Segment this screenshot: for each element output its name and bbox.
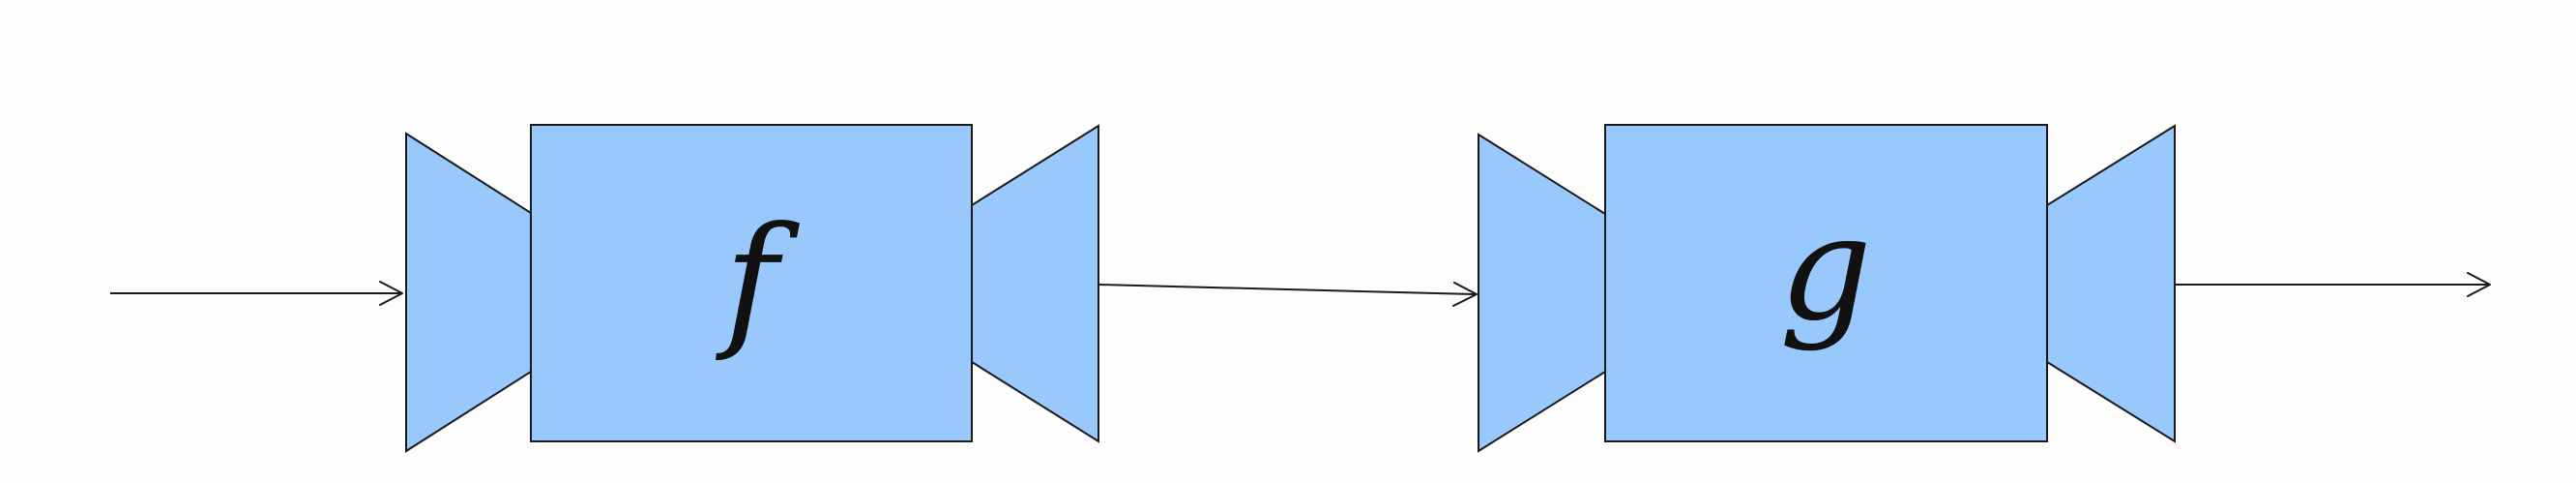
block-g-label: g xyxy=(1779,185,1872,353)
block-g-input-funnel xyxy=(1478,133,1606,453)
output-arrow xyxy=(2175,272,2491,297)
block-f-input-funnel xyxy=(405,132,532,453)
block-f: f xyxy=(405,124,1099,453)
block-f-output-funnel xyxy=(971,124,1099,443)
connector-arrow-f-to-g xyxy=(1098,282,1478,307)
block-g: g xyxy=(1478,124,2176,453)
block-f-body xyxy=(530,124,973,442)
input-arrow xyxy=(110,281,403,306)
block-g-body xyxy=(1604,124,2048,442)
block-g-output-funnel xyxy=(2046,124,2176,443)
